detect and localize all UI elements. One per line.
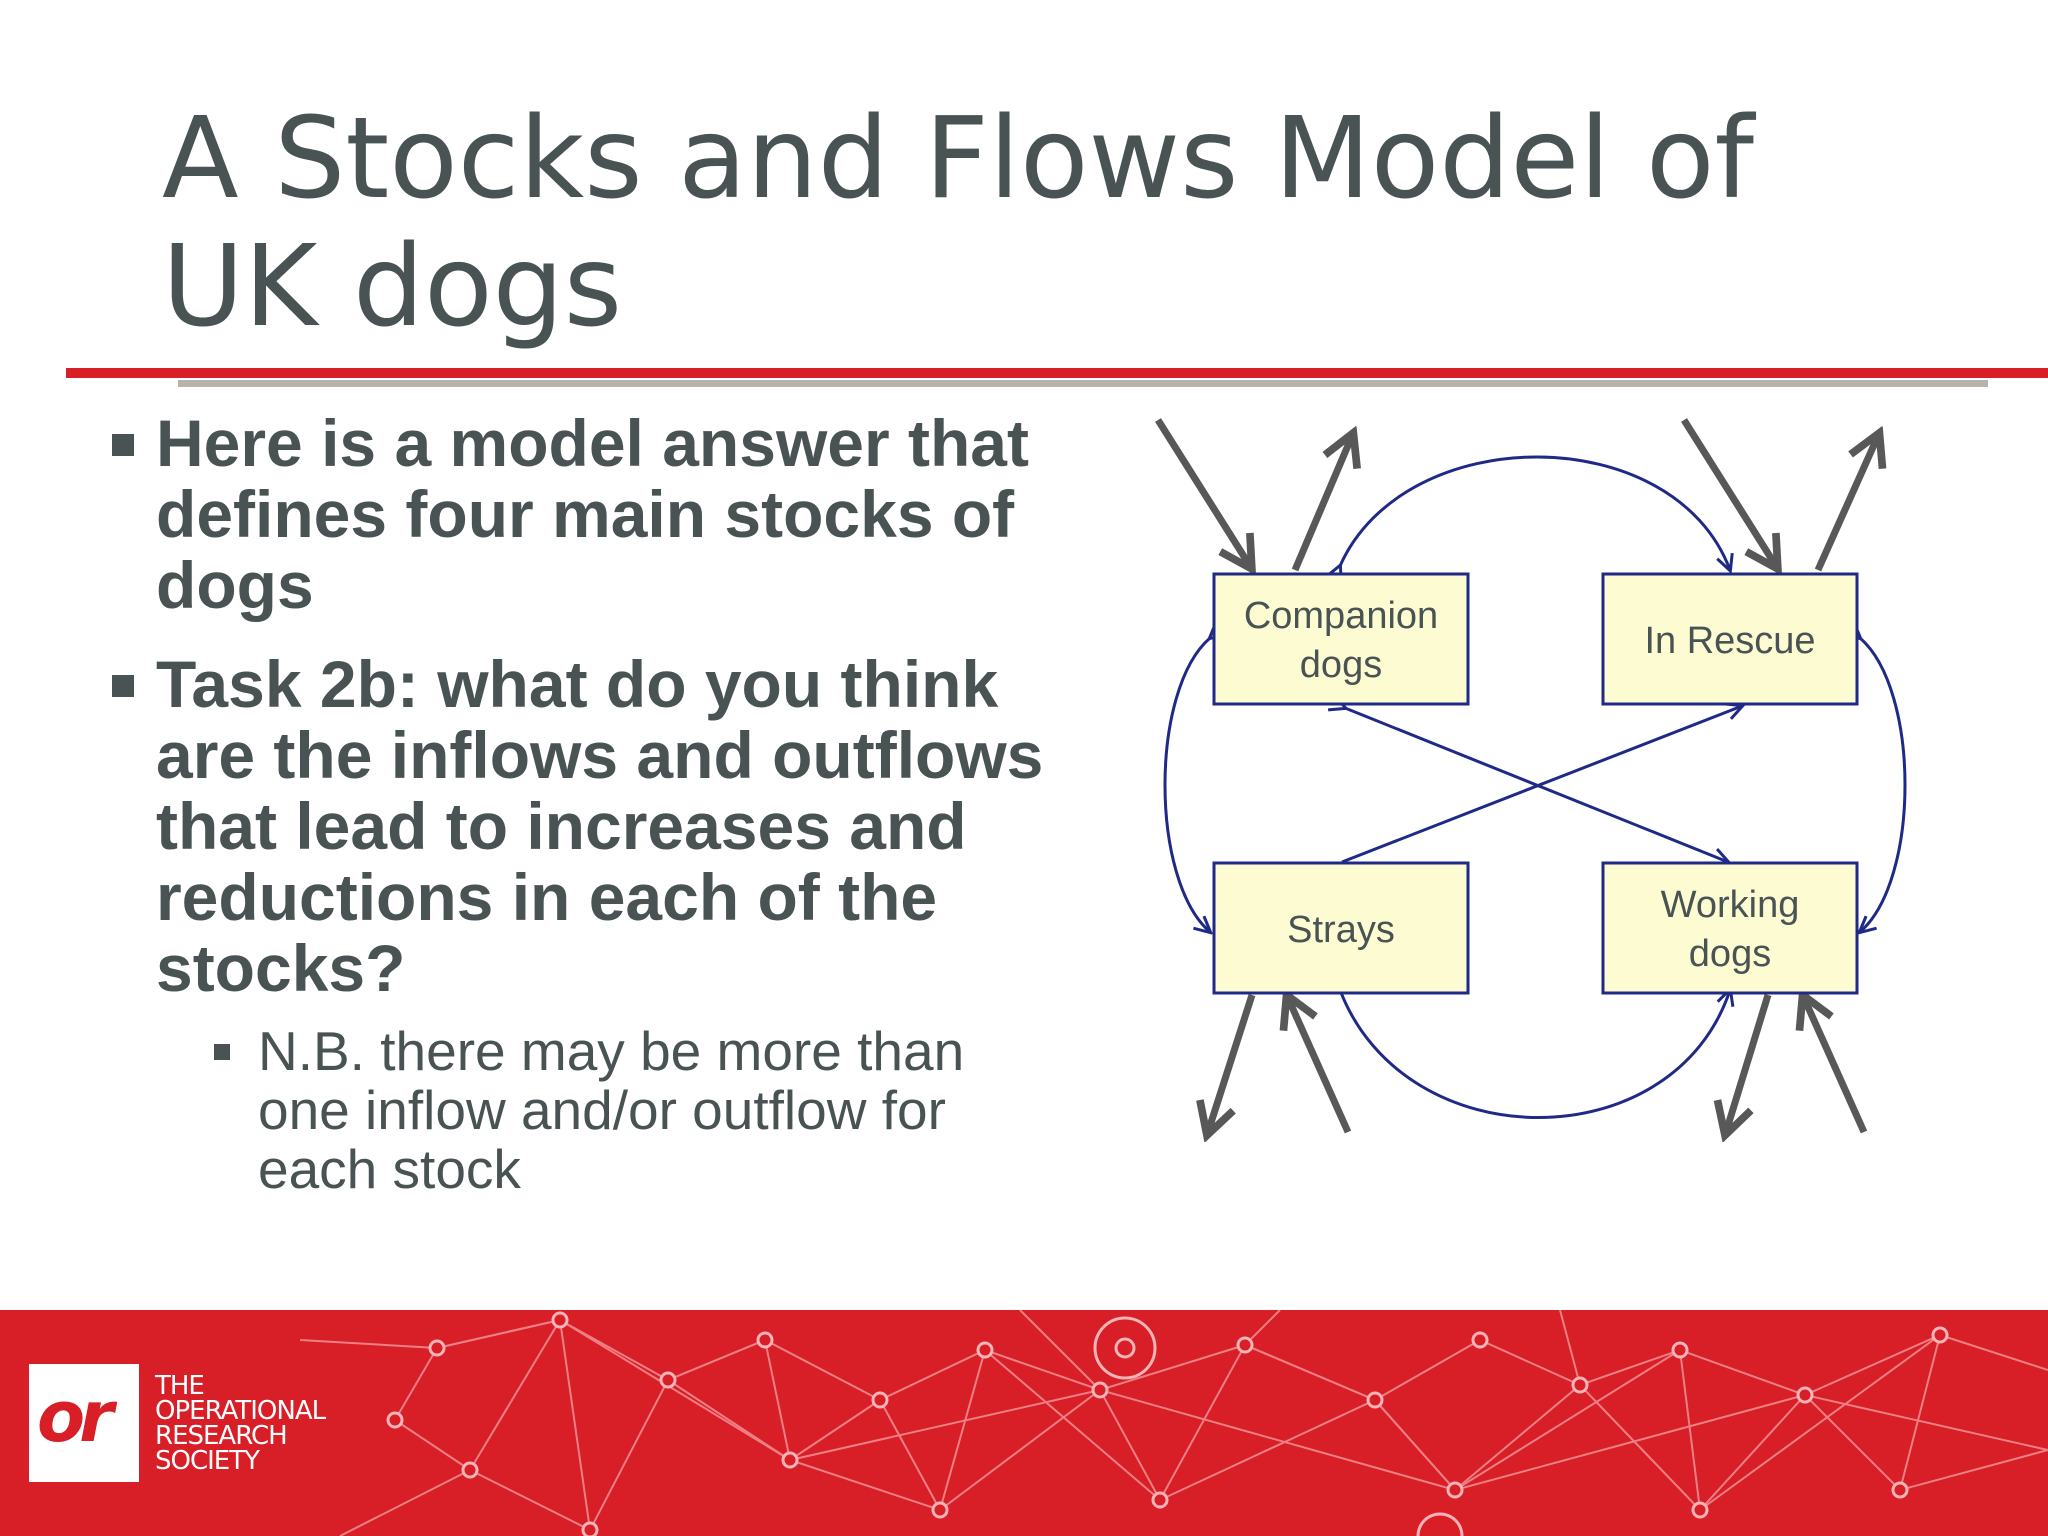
- sub-bullet-text: N.B. there may be more than one inflow a…: [258, 1020, 965, 1200]
- slide-title: A Stocks and Flows Model of UK dogs: [162, 94, 1754, 352]
- rescue-outflow-arrow: [1814, 436, 1878, 572]
- org-name-line: SOCIETY: [155, 1446, 260, 1476]
- org-name: THE OPERATIONAL RESEARCH SOCIETY: [155, 1371, 326, 1476]
- bullet-text: Task 2b: what do you think are the inflo…: [156, 647, 1044, 1005]
- strays-working-flow: [1340, 990, 1730, 1119]
- companion-strays-flow: [1163, 638, 1210, 932]
- stock-box: [1601, 572, 1859, 706]
- stock-companion: Companion dogs: [1212, 572, 1470, 706]
- transfer-flows: [1163, 455, 1907, 1119]
- rescue-inflow-arrow: [1681, 418, 1776, 566]
- stock-label: dogs: [1689, 933, 1771, 975]
- stock-rescue: In Rescue: [1601, 572, 1859, 706]
- bullet-list: Here is a model answer that defines four…: [108, 408, 1068, 1199]
- stock-label: Working: [1661, 884, 1800, 926]
- companion-outflow-arrow: [1291, 436, 1352, 572]
- square-bullet-icon: [112, 675, 134, 697]
- title-divider-grey: [178, 380, 1988, 387]
- stock-label: Strays: [1287, 909, 1395, 951]
- stock-box: [1212, 572, 1470, 706]
- stock-box: [1212, 861, 1470, 995]
- companion-rescue-flow: [1340, 455, 1730, 570]
- working-outflow-arrow: [1726, 993, 1772, 1132]
- logo-mark: or: [37, 1376, 114, 1458]
- rescue-working-flow: [1860, 638, 1907, 932]
- stock-label: Companion: [1244, 595, 1438, 637]
- square-bullet-icon: [214, 1044, 230, 1060]
- bullet-text: Here is a model answer that defines four…: [156, 406, 1029, 622]
- bullet-item: Task 2b: what do you think are the inflo…: [108, 649, 1068, 1004]
- org-name-line: RESEARCH: [155, 1421, 288, 1451]
- strays-inflow-arrow: [1288, 998, 1352, 1134]
- flow-arrows: [1155, 418, 1878, 1134]
- stock-label: dogs: [1300, 644, 1382, 686]
- working-inflow-arrow: [1804, 998, 1868, 1134]
- stock-label: In Rescue: [1644, 620, 1815, 662]
- stock-box: [1601, 861, 1859, 995]
- title-divider-red: [66, 368, 2048, 378]
- footer-banner: or THE OPERATIONAL RESEARCH SOCIETY: [0, 1310, 2048, 1536]
- ors-logo: or: [29, 1364, 139, 1482]
- stock-working: Working dogs: [1601, 861, 1859, 995]
- bullet-item: Here is a model answer that defines four…: [108, 408, 1068, 621]
- stock-strays: Strays: [1212, 861, 1470, 995]
- companion-inflow-arrow: [1155, 418, 1250, 566]
- org-name-line: THE: [155, 1371, 205, 1401]
- sub-bullet-item: N.B. there may be more than one inflow a…: [214, 1020, 1068, 1200]
- network-pattern: [299, 1310, 2048, 1536]
- strays-outflow-arrow: [1208, 993, 1256, 1132]
- square-bullet-icon: [112, 434, 134, 456]
- strays-to-rescue-flow: [1341, 706, 1742, 864]
- org-name-line: OPERATIONAL: [155, 1396, 326, 1426]
